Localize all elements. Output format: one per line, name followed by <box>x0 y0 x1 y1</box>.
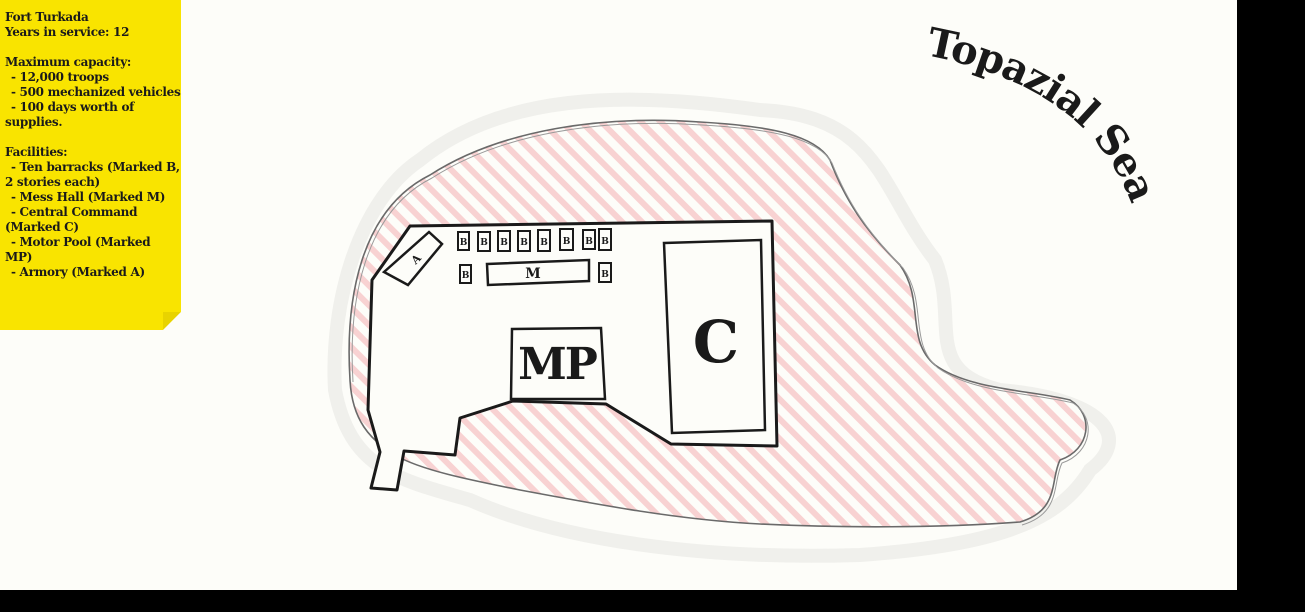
barracks-1[interactable] <box>457 231 470 251</box>
facility-item: - Mess Hall (Marked M) <box>11 190 166 204</box>
facility-item: - Ten barracks (Marked B, 2 stories each… <box>5 160 180 189</box>
barracks-label: B <box>585 237 593 247</box>
facility-item: - Armory (Marked A) <box>11 265 145 279</box>
barracks-label: B <box>480 238 488 248</box>
barracks-label: B <box>520 238 528 248</box>
central-command-building[interactable] <box>662 238 767 435</box>
barracks-4[interactable] <box>517 230 531 252</box>
barracks-10[interactable] <box>598 262 612 283</box>
fort-name: Fort Turkada <box>5 10 89 24</box>
island-outline-sketch <box>351 122 1089 526</box>
armory-building[interactable] <box>381 230 444 287</box>
barracks-label: B <box>540 238 548 248</box>
barracks-label: B <box>460 238 468 248</box>
fort-map: B B B B B B B B B B C MP M A Topazial Se… <box>327 19 1167 563</box>
barracks-2[interactable] <box>477 231 491 252</box>
barracks-7[interactable] <box>582 229 596 250</box>
motor-pool-label: MP <box>518 339 597 390</box>
sea-label: Topazial Sea <box>923 19 1166 208</box>
barracks-label: B <box>601 237 609 247</box>
barracks-label: B <box>500 238 508 248</box>
years-in-service: Years in service: 12 <box>5 25 130 39</box>
facility-item: - Central Command (Marked C) <box>5 205 138 234</box>
map-canvas: B B B B B B B B B B C MP M A Topazial Se… <box>0 0 1237 590</box>
capacity-heading: Maximum capacity: <box>5 55 132 69</box>
facilities-heading: Facilities: <box>5 145 68 159</box>
facility-item: - Motor Pool (Marked MP) <box>5 235 151 264</box>
barracks-3[interactable] <box>497 230 511 252</box>
barracks-label: B <box>563 237 571 247</box>
mess-hall-label: M <box>525 266 541 282</box>
motor-pool-building[interactable] <box>509 326 607 401</box>
barracks-label: B <box>462 271 470 281</box>
barracks-group <box>457 228 612 284</box>
capacity-item: - 100 days worth of supplies. <box>5 100 135 129</box>
barracks-6[interactable] <box>559 228 574 251</box>
barracks-label: B <box>601 270 609 280</box>
barracks-8[interactable] <box>598 228 612 251</box>
fort-info-card: Fort Turkada Years in service: 12 Maximu… <box>0 0 181 330</box>
mess-hall-building[interactable] <box>485 258 591 287</box>
fort-wall <box>366 219 779 492</box>
barracks-9[interactable] <box>459 264 472 284</box>
capacity-item: - 12,000 troops <box>11 70 109 84</box>
capacity-item: - 500 mechanized vehicles <box>11 85 181 99</box>
barracks-5[interactable] <box>537 229 551 252</box>
central-command-label: C <box>693 308 739 376</box>
sea-label-path: Topazial Sea <box>923 19 1167 208</box>
barracks-labels: B B B B B B B B B B <box>460 237 610 281</box>
